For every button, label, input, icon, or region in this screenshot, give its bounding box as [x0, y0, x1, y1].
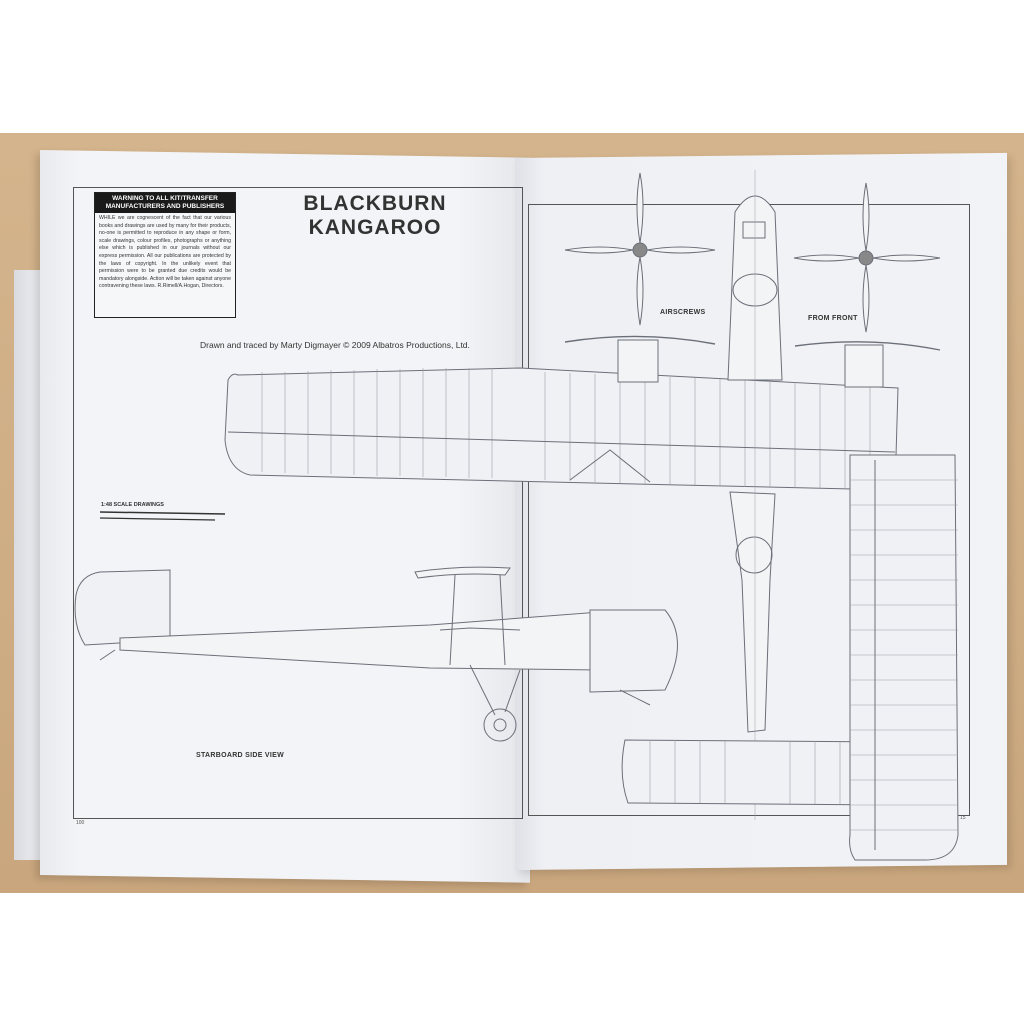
warning-body: WHILE we are cognescent of the fact that… — [99, 215, 231, 290]
airscrew-left — [564, 172, 716, 326]
starboard-side-view-label: STARBOARD SIDE VIEW — [196, 752, 285, 759]
top-view-fuselage — [727, 170, 783, 820]
left-drawing-frame — [73, 187, 523, 819]
right-page-number: 15 — [960, 815, 966, 821]
from-front-label: FROM FRONT — [808, 315, 858, 322]
airscrew-right — [793, 182, 941, 333]
page-stack-edge — [14, 270, 44, 860]
scale-label: 1:48 SCALE DRAWINGS — [101, 502, 164, 508]
top-view-wing — [224, 367, 899, 491]
airscrews-label: AIRSCREWS — [660, 309, 706, 316]
left-page-number: 100 — [76, 820, 85, 826]
side-view — [74, 566, 678, 742]
title-line-2: KANGAROO — [308, 216, 442, 239]
page-title: BLACKBURN KANGAROO — [300, 192, 450, 240]
engine-nacelles — [564, 335, 941, 388]
copyright-warning-box: WARNING TO ALL KIT/TRANSFER MANUFACTURER… — [94, 192, 236, 318]
scale-bar — [99, 511, 226, 521]
drawing-credit: Drawn and traced by Marty Digmayer © 200… — [200, 340, 470, 350]
title-line-1: BLACKBURN — [303, 192, 447, 215]
warning-heading: WARNING TO ALL KIT/TRANSFER MANUFACTURER… — [95, 193, 235, 213]
lower-wing-plan — [849, 454, 959, 861]
